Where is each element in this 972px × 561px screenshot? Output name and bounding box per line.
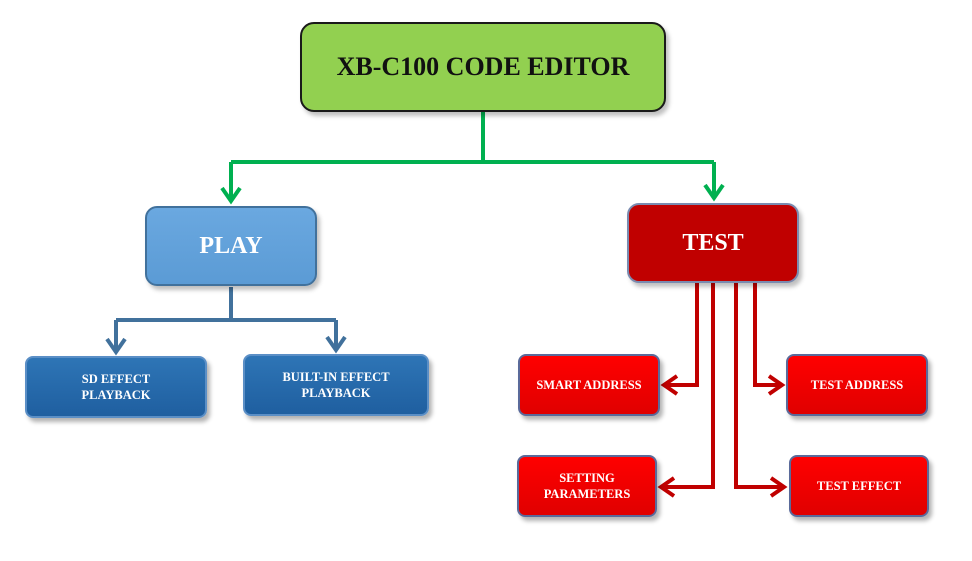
arrowhead-test — [703, 183, 725, 202]
arrowhead-test-effect — [769, 476, 788, 498]
test-address-node: TEST ADDRESS — [786, 354, 928, 416]
built-in-effect-playback-label: BUILT-IN EFFECT PLAYBACK — [282, 370, 390, 400]
play-node-label: PLAY — [199, 232, 263, 259]
connector-test-to-smart-address — [664, 283, 699, 387]
arrowhead-play — [220, 186, 242, 205]
root-node-code-editor: XB-C100 CODE EDITOR — [300, 22, 666, 112]
test-address-label: TEST ADDRESS — [810, 378, 904, 392]
built-in-effect-playback-node: BUILT-IN EFFECT PLAYBACK — [243, 354, 429, 416]
test-node: TEST — [627, 203, 799, 283]
connector-test-to-test-address — [753, 283, 782, 387]
arrowhead-test-address — [767, 374, 786, 396]
test-effect-node: TEST EFFECT — [789, 455, 929, 517]
smart-address-label: SMART ADDRESS — [536, 378, 642, 392]
test-node-label: TEST — [682, 229, 744, 256]
test-effect-label: TEST EFFECT — [816, 479, 902, 493]
arrowhead-builtin — [325, 335, 347, 354]
arrowhead-smart-address — [660, 374, 679, 396]
setting-parameters-label: SETTING PARAMETERS — [543, 471, 631, 501]
play-node: PLAY — [145, 206, 317, 286]
arrowhead-sd — [105, 337, 127, 356]
smart-address-node: SMART ADDRESS — [518, 354, 660, 416]
connector-test-to-test-effect — [734, 283, 784, 489]
sd-effect-playback-node: SD EFFECT PLAYBACK — [25, 356, 207, 418]
arrowhead-setting-parameters — [657, 476, 676, 498]
connector-test-to-setting-parameters — [661, 283, 715, 489]
sd-effect-playback-label: SD EFFECT PLAYBACK — [81, 372, 151, 402]
setting-parameters-node: SETTING PARAMETERS — [517, 455, 657, 517]
root-node-label: XB-C100 CODE EDITOR — [336, 52, 630, 81]
